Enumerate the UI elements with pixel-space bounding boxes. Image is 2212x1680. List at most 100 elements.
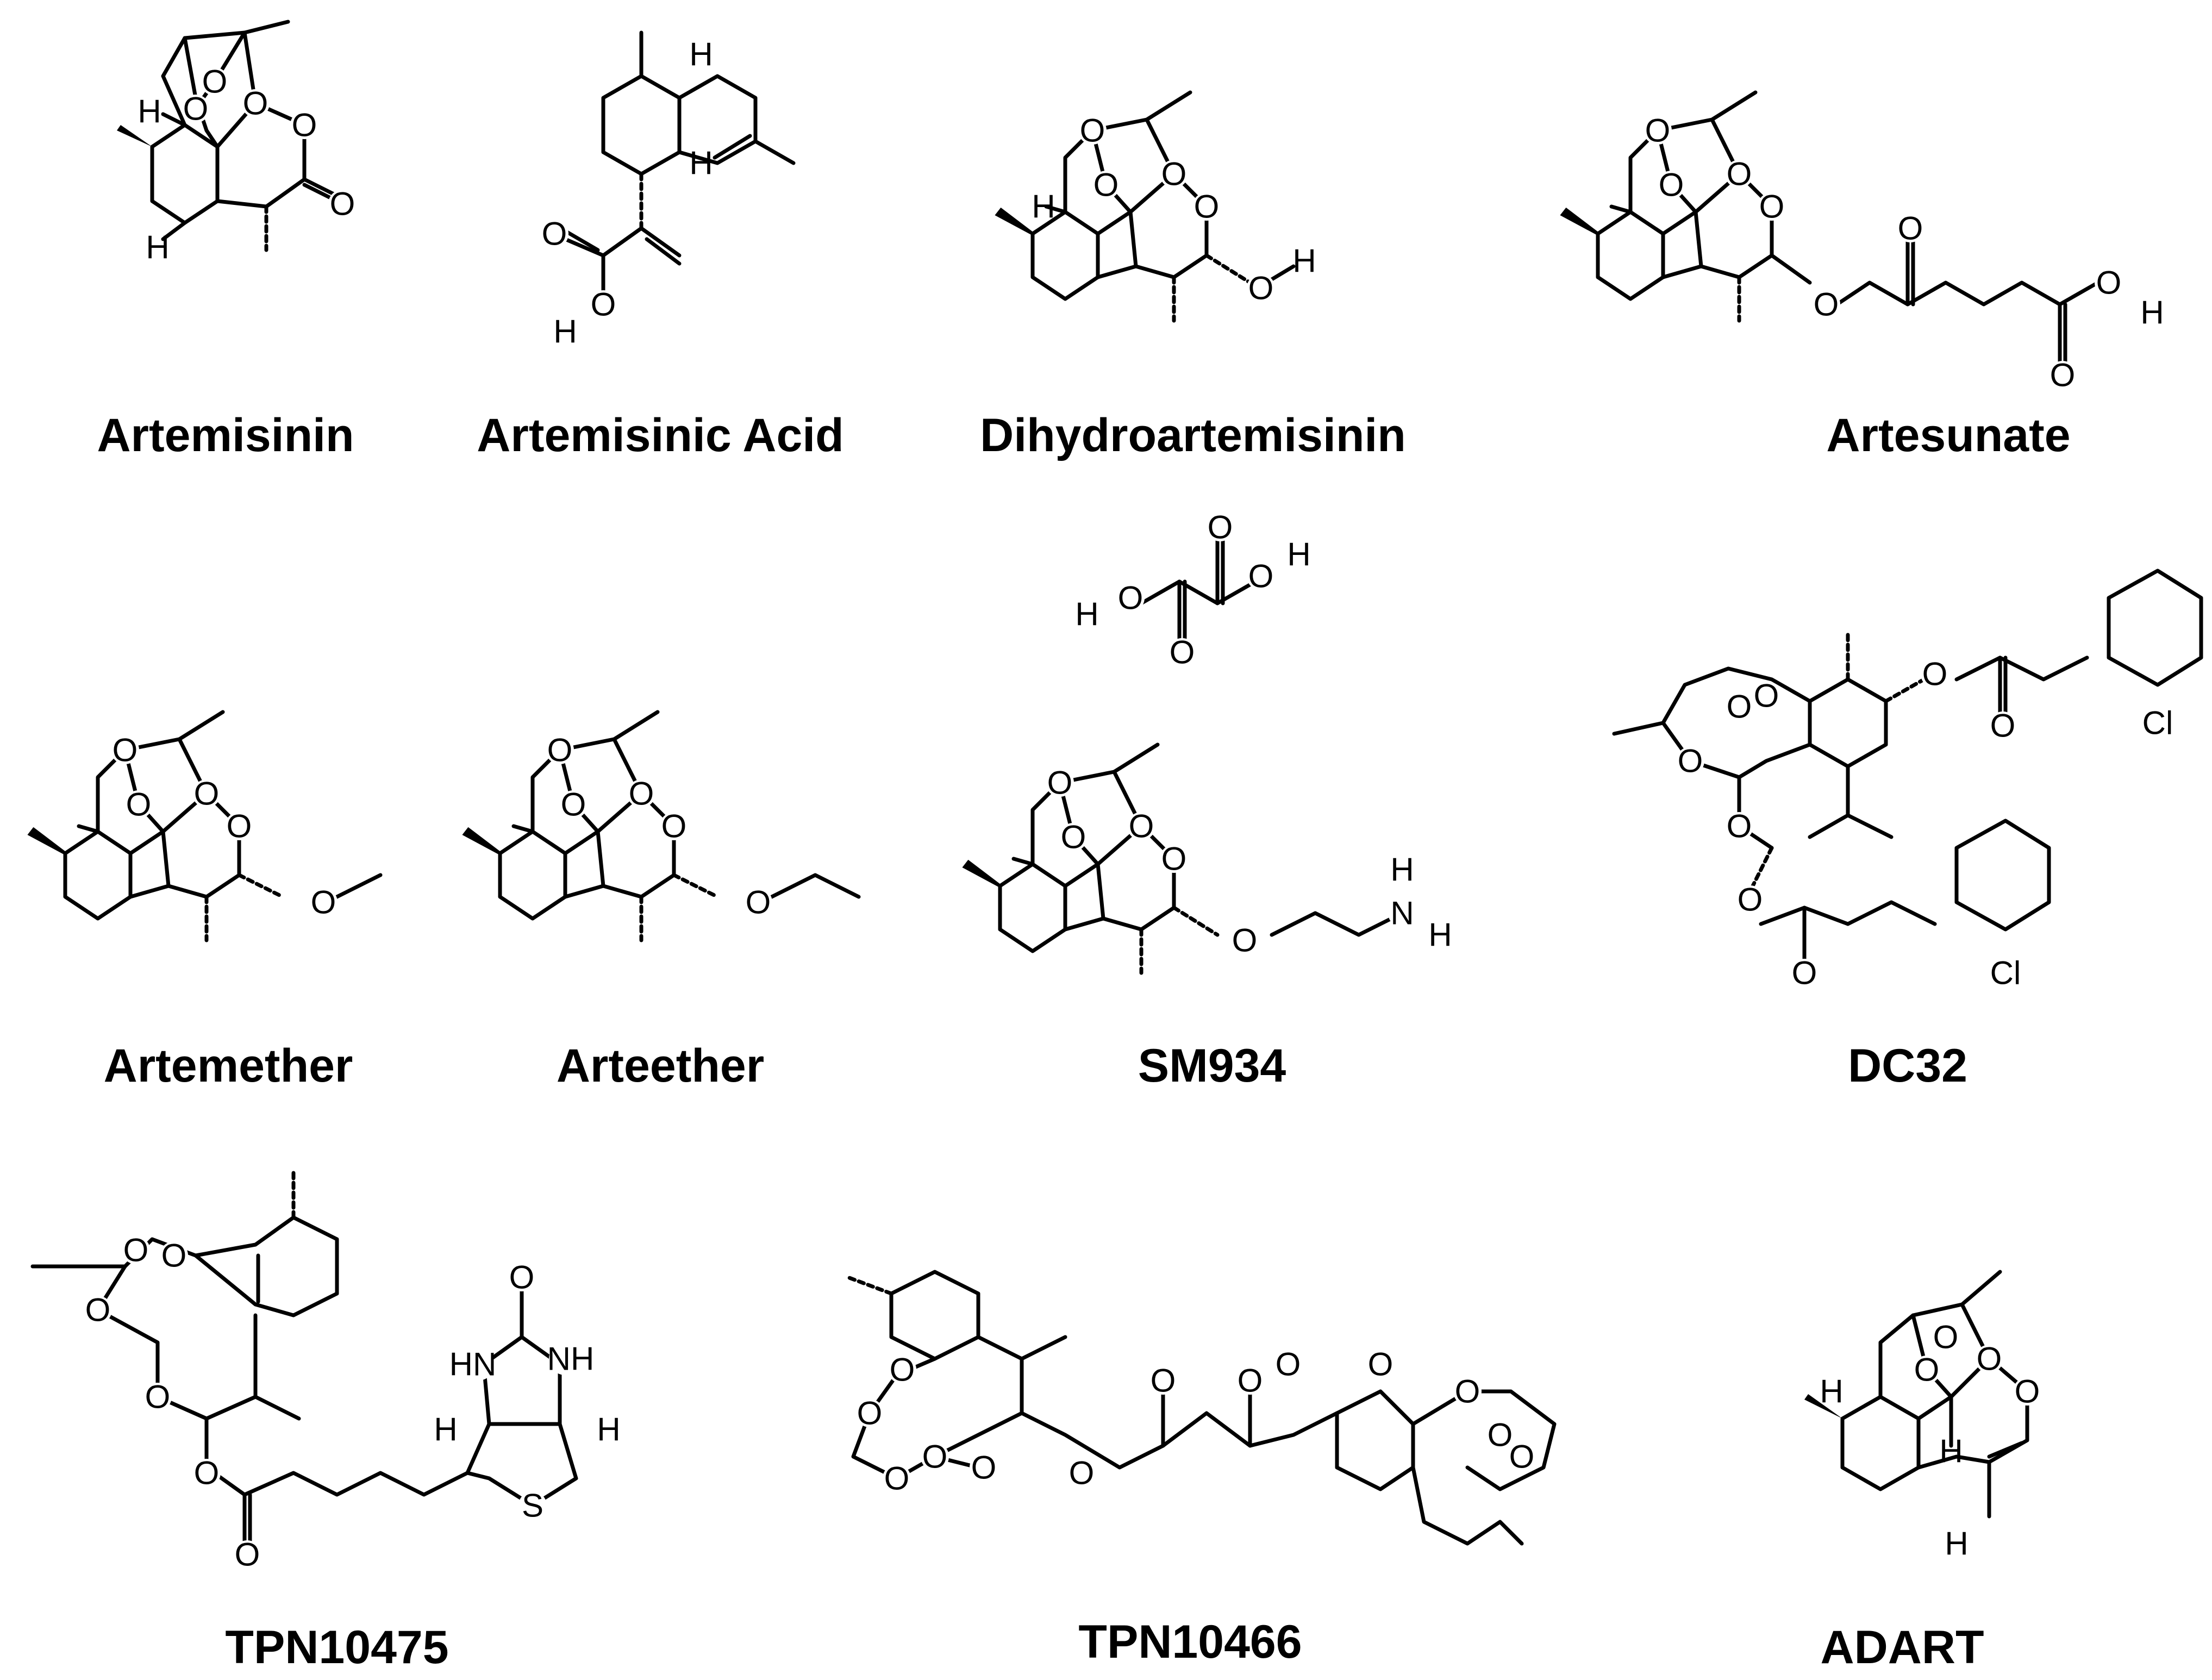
svg-text:H: H xyxy=(1428,917,1452,953)
svg-text:O: O xyxy=(1977,1341,2002,1377)
svg-text:O: O xyxy=(1990,708,2016,744)
svg-text:O: O xyxy=(1208,509,1233,546)
structure-artemether xyxy=(30,712,383,940)
label-artemether: Artemether xyxy=(104,1040,353,1092)
label-tpn10466: TPN10466 xyxy=(1078,1616,1302,1668)
svg-text:O: O xyxy=(1898,210,1923,247)
svg-text:O: O xyxy=(202,64,228,100)
svg-text:H: H xyxy=(138,93,161,130)
svg-text:O: O xyxy=(1161,156,1187,192)
svg-text:H: H xyxy=(1820,1373,1843,1410)
svg-text:O: O xyxy=(1248,270,1274,307)
svg-text:O: O xyxy=(145,1379,171,1415)
svg-text:O: O xyxy=(1922,656,1948,692)
svg-text:O: O xyxy=(1093,167,1119,203)
svg-text:O: O xyxy=(1151,1363,1176,1399)
svg-text:O: O xyxy=(123,1232,149,1269)
structure-artesunate xyxy=(1563,92,2100,372)
svg-text:O: O xyxy=(1118,580,1144,616)
svg-text:O: O xyxy=(661,808,687,845)
svg-text:H: H xyxy=(597,1412,620,1448)
structure-arteether xyxy=(465,712,861,940)
svg-text:O: O xyxy=(1194,189,1220,225)
svg-text:H: H xyxy=(146,229,169,266)
svg-text:O: O xyxy=(1061,819,1086,855)
svg-text:O: O xyxy=(1727,156,1752,192)
svg-text:O: O xyxy=(1248,558,1274,595)
svg-text:O: O xyxy=(1080,113,1105,149)
svg-text:O: O xyxy=(292,107,317,143)
label-artemisinin: Artemisinin xyxy=(97,409,354,461)
svg-text:H: H xyxy=(2140,295,2164,331)
svg-text:H: H xyxy=(689,145,713,182)
structure-artemisinic-acid xyxy=(563,30,796,307)
svg-text:O: O xyxy=(161,1238,187,1274)
svg-text:H: H xyxy=(553,314,577,350)
svg-text:O: O xyxy=(1069,1455,1095,1491)
svg-text:O: O xyxy=(311,884,336,921)
svg-text:O: O xyxy=(922,1439,948,1475)
svg-text:O: O xyxy=(2096,265,2122,301)
svg-text:O: O xyxy=(542,216,567,252)
svg-text:O: O xyxy=(1455,1373,1480,1410)
svg-text:O: O xyxy=(113,732,138,769)
svg-text:H: H xyxy=(1390,852,1414,888)
svg-text:O: O xyxy=(857,1395,883,1432)
svg-text:O: O xyxy=(1678,743,1703,779)
svg-text:O: O xyxy=(126,786,152,823)
svg-text:HN: HN xyxy=(449,1346,497,1383)
svg-text:H: H xyxy=(1075,596,1098,633)
svg-text:O: O xyxy=(2015,1373,2040,1410)
label-dihydroartemisinin: Dihydroartemisinin xyxy=(980,409,1406,461)
structure-dc32 xyxy=(1612,569,2203,964)
svg-text:N: N xyxy=(1390,895,1414,932)
svg-text:O: O xyxy=(746,884,771,921)
svg-text:NH: NH xyxy=(547,1341,595,1377)
svg-text:O: O xyxy=(235,1537,260,1573)
svg-text:H: H xyxy=(1939,1433,1963,1470)
svg-text:O: O xyxy=(1368,1346,1394,1383)
label-artesunate: Artesunate xyxy=(1826,409,2070,461)
svg-text:H: H xyxy=(1945,1526,1968,1562)
svg-text:O: O xyxy=(509,1259,535,1296)
svg-text:O: O xyxy=(1238,1363,1263,1399)
label-sm934: SM934 xyxy=(1138,1040,1286,1092)
label-dc32: DC32 xyxy=(1848,1040,1967,1092)
svg-text:H: H xyxy=(434,1412,457,1448)
svg-text:O: O xyxy=(561,786,586,823)
svg-text:O: O xyxy=(1727,808,1752,845)
svg-text:Cl: Cl xyxy=(2142,705,2173,741)
atom-labels: O O O O O H H H H O O H O O O O O H H O … xyxy=(84,36,2173,1573)
svg-text:H: H xyxy=(1292,243,1316,279)
label-adart: ADART xyxy=(1821,1621,1984,1673)
svg-text:O: O xyxy=(1659,167,1684,203)
svg-text:O: O xyxy=(1914,1352,1940,1388)
svg-text:H: H xyxy=(689,36,713,73)
svg-text:O: O xyxy=(85,1292,111,1328)
svg-text:O: O xyxy=(1933,1319,1959,1356)
svg-text:O: O xyxy=(194,776,220,812)
svg-text:O: O xyxy=(1232,922,1258,959)
svg-text:O: O xyxy=(194,1455,220,1491)
svg-text:O: O xyxy=(1645,113,1671,149)
label-artemisinic-acid: Artemisinic Acid xyxy=(477,409,843,461)
svg-text:O: O xyxy=(1759,189,1785,225)
svg-text:O: O xyxy=(1047,765,1073,801)
svg-text:Cl: Cl xyxy=(1990,955,2021,991)
svg-text:O: O xyxy=(183,91,209,127)
svg-text:O: O xyxy=(243,85,268,122)
svg-text:O: O xyxy=(1161,841,1187,877)
svg-text:O: O xyxy=(227,808,252,845)
svg-text:O: O xyxy=(890,1352,915,1388)
svg-text:O: O xyxy=(1509,1439,1535,1475)
svg-text:O: O xyxy=(1814,286,1839,323)
svg-text:O: O xyxy=(1276,1346,1301,1383)
svg-text:H: H xyxy=(1032,189,1055,225)
svg-text:O: O xyxy=(1129,808,1154,845)
svg-text:H: H xyxy=(1287,536,1310,573)
svg-text:O: O xyxy=(1792,955,1817,991)
svg-text:O: O xyxy=(971,1450,997,1486)
svg-text:S: S xyxy=(522,1488,543,1524)
svg-text:O: O xyxy=(1488,1417,1513,1453)
